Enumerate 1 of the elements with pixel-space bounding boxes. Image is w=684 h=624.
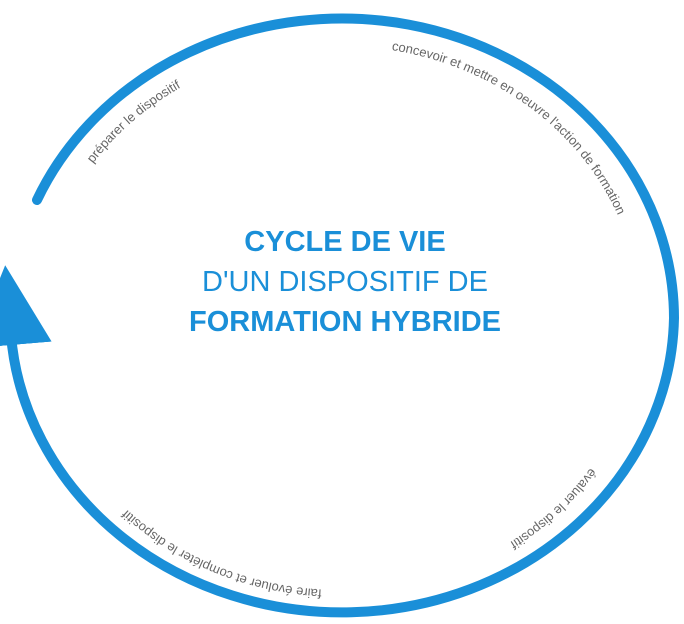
diagram-title: CYCLE DE VIE D'UN DISPOSITIF DE FORMATION HYBRIDE [188, 225, 502, 340]
